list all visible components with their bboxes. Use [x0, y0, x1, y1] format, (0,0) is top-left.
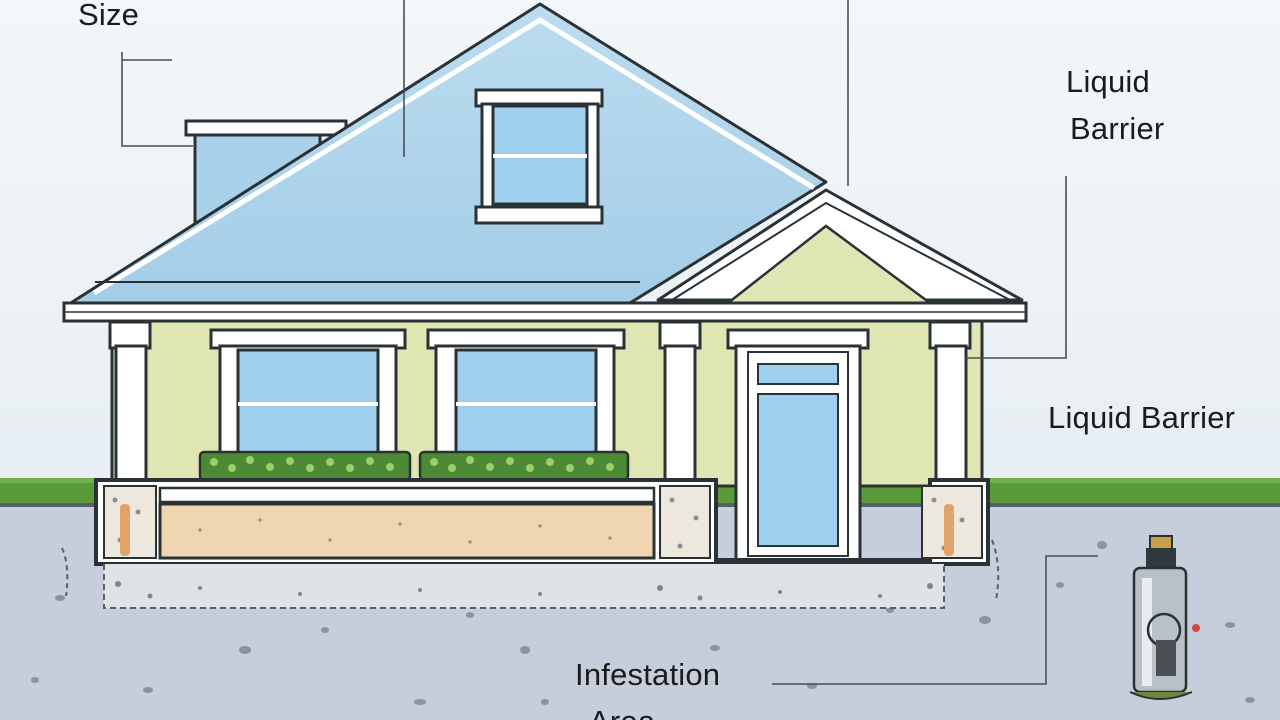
- label-size: Size: [78, 0, 140, 32]
- gravel-trench: [61, 539, 1000, 609]
- attic-window: [474, 88, 604, 225]
- porch-columns: [108, 320, 972, 482]
- label-liquid-barrier-upper: Liquid Barrier: [1066, 64, 1164, 147]
- label-liquid-barrier-upper-line1: Liquid: [1066, 64, 1150, 99]
- label-infestation-area-line2: Area: [589, 704, 720, 720]
- front-window-left: [209, 328, 407, 460]
- label-infestation-area: Infestation Area: [575, 657, 720, 720]
- leader-lines: [121, 0, 1098, 685]
- planter-box: [158, 502, 656, 560]
- label-liquid-barrier-side: Liquid Barrier: [1048, 400, 1236, 435]
- label-infestation-area-line1: Infestation: [575, 657, 721, 692]
- front-window-right: [426, 328, 626, 460]
- termite-bait-station: [1129, 535, 1200, 700]
- foundation: [94, 478, 990, 566]
- front-door: [726, 328, 870, 562]
- label-liquid-barrier-upper-line2: Barrier: [1070, 111, 1165, 146]
